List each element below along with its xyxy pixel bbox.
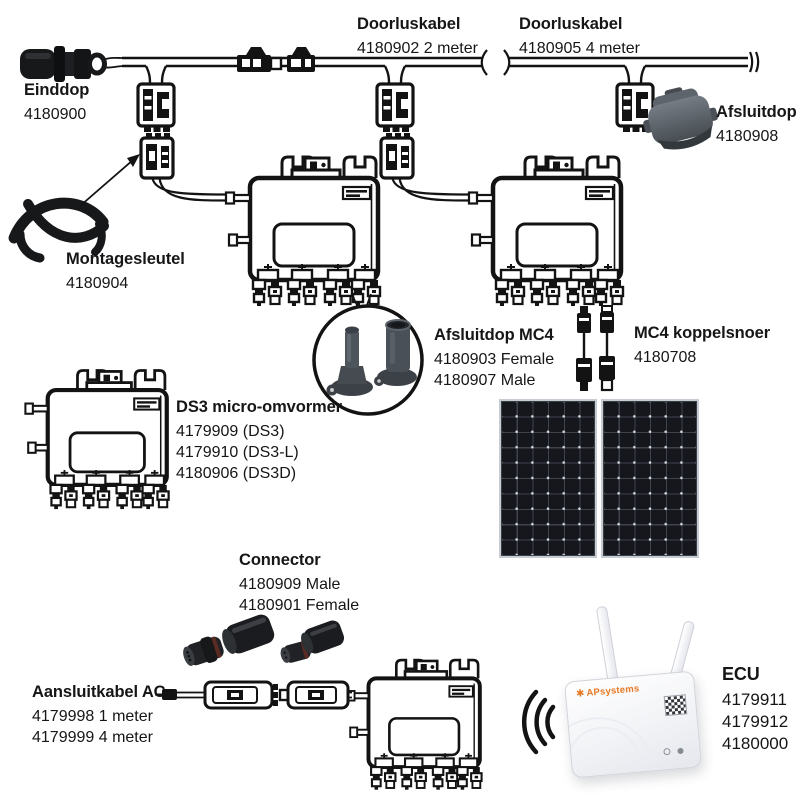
label-afsluitdop-code: 4180908: [716, 128, 779, 145]
label-ds3-micro-omvormer: DS3 micro-omvormer 4179909 (DS3) 4179910…: [176, 397, 342, 484]
label-ecu-line2: 4179912: [722, 712, 789, 731]
label-afsluitdop-mc4-line2: 4180907 Male: [434, 372, 536, 389]
mc4-inset: [312, 293, 424, 416]
ecu-decor-arc: [564, 712, 660, 779]
label-mc4-koppelsnoer-code: 4180708: [634, 349, 697, 366]
cable-drop-funnel-2: [383, 65, 407, 85]
label-doorluskabel-2m-code: 4180902 2 meter: [357, 40, 478, 57]
label-afsluitdop-mc4-line1: 4180903 Female: [434, 351, 555, 368]
microinverter-ds3-standalone: [25, 371, 168, 510]
solar-panel-1: [499, 399, 597, 558]
label-connector: Connector 4180909 Male 4180901 Female: [239, 550, 359, 616]
label-doorluskabel-4m-code: 4180905 4 meter: [519, 40, 640, 57]
ecu-antenna-left: [595, 605, 620, 687]
cable-end-marks: [748, 51, 760, 73]
label-doorluskabel-4m: Doorluskabel 4180905 4 meter: [519, 14, 640, 59]
label-einddop-title: Einddop: [24, 81, 90, 99]
label-ds3-line2: 4179910 (DS3-L): [176, 444, 299, 461]
microinverter-bottom: [348, 660, 482, 790]
label-doorluskabel-2m-title: Doorluskabel: [357, 15, 461, 33]
drop-connector-2: [375, 82, 415, 134]
power-led-icon: [663, 747, 671, 756]
mc4-koppelsnoer-drawing: [576, 305, 615, 392]
label-aansluitkabel-title: Aansluitkabel AC: [32, 683, 166, 701]
label-connector-line1: 4180909 Male: [239, 576, 341, 593]
label-ds3-line1: 4179909 (DS3): [176, 423, 285, 440]
label-einddop: Einddop 4180900: [24, 80, 89, 125]
label-mc4-koppelsnoer: MC4 koppelsnoer 4180708: [634, 323, 770, 368]
label-aansluitkabel-line1: 4179998 1 meter: [32, 708, 153, 725]
label-afsluitdop-title: Afsluitdop: [716, 103, 797, 121]
label-connector-line2: 4180901 Female: [239, 597, 360, 614]
apsystems-logo-icon: ✱: [575, 687, 585, 700]
cable-drop-funnel-1: [144, 65, 168, 85]
label-afsluitdop-mc4-title: Afsluitdop MC4: [434, 326, 554, 344]
label-montagesleutel-code: 4180904: [66, 275, 129, 292]
label-aansluitkabel-line2: 4179999 4 meter: [32, 729, 153, 746]
label-ds3-title: DS3 micro-omvormer: [176, 398, 343, 416]
branch-connector-2: [379, 131, 415, 180]
label-einddop-code: 4180900: [24, 106, 87, 123]
ecu-device-photo: ✱ APsystems: [558, 596, 728, 796]
connector-male-large-photo: [183, 636, 224, 666]
connector-sleeve-large-photo: [222, 614, 275, 654]
microinverter-top-1: [226, 157, 380, 306]
label-montagesleutel-title: Montagesleutel: [66, 250, 185, 268]
cable-drop-funnel-3: [623, 65, 647, 85]
ecu-body: ✱ APsystems: [564, 670, 702, 779]
label-ds3-line3: 4180906 (DS3D): [176, 465, 297, 482]
label-ecu-line1: 4179911: [722, 690, 787, 709]
ac-cable-drawing: [155, 680, 352, 710]
label-mc4-koppelsnoer-title: MC4 koppelsnoer: [634, 324, 771, 342]
connector-photos: [183, 614, 345, 666]
mc4-cap-male-photo: [326, 326, 373, 396]
connector-sleeve-small-photo: [301, 620, 345, 654]
branch-cable-2: [391, 177, 470, 202]
label-afsluitdop-mc4: Afsluitdop MC4 4180903 Female 4180907 Ma…: [434, 325, 554, 391]
branch-cable-1: [151, 177, 227, 202]
einddop-photo: [20, 46, 125, 82]
apsystems-logo-text: APsystems: [586, 683, 640, 699]
label-afsluitdop: Afsluitdop 4180908: [716, 102, 797, 147]
microinverter-top-2: [469, 157, 623, 306]
label-ecu-title: ECU: [722, 664, 760, 684]
trunk-inline-connectors: [237, 47, 315, 72]
qr-code: [663, 694, 688, 717]
wifi-waves-icon: [521, 689, 556, 755]
cable-break-marks: [480, 49, 511, 76]
label-ecu: ECU 4179911 4179912 4180000: [722, 663, 788, 755]
solar-panel-2: [601, 399, 699, 558]
mc4-cap-female-photo: [374, 319, 417, 386]
label-connector-title: Connector: [239, 551, 321, 569]
label-doorluskabel-4m-title: Doorluskabel: [519, 15, 623, 33]
status-led-icon: [677, 747, 684, 754]
label-aansluitkabel-ac: Aansluitkabel AC 4179998 1 meter 4179999…: [32, 682, 166, 748]
label-doorluskabel-2m: Doorluskabel 4180902 2 meter: [357, 14, 478, 59]
apsystems-logo: ✱ APsystems: [576, 683, 640, 699]
label-ecu-line3: 4180000: [722, 734, 789, 753]
drop-connector-1: [136, 82, 176, 134]
label-montagesleutel: Montagesleutel 4180904: [66, 249, 185, 294]
afsluitdop-photo: [643, 87, 718, 150]
montagesleutel-photo: [8, 197, 109, 263]
branch-connector-1: [139, 131, 175, 180]
pointer-arrow: [79, 154, 140, 207]
ecu-status-leds: [663, 747, 684, 756]
